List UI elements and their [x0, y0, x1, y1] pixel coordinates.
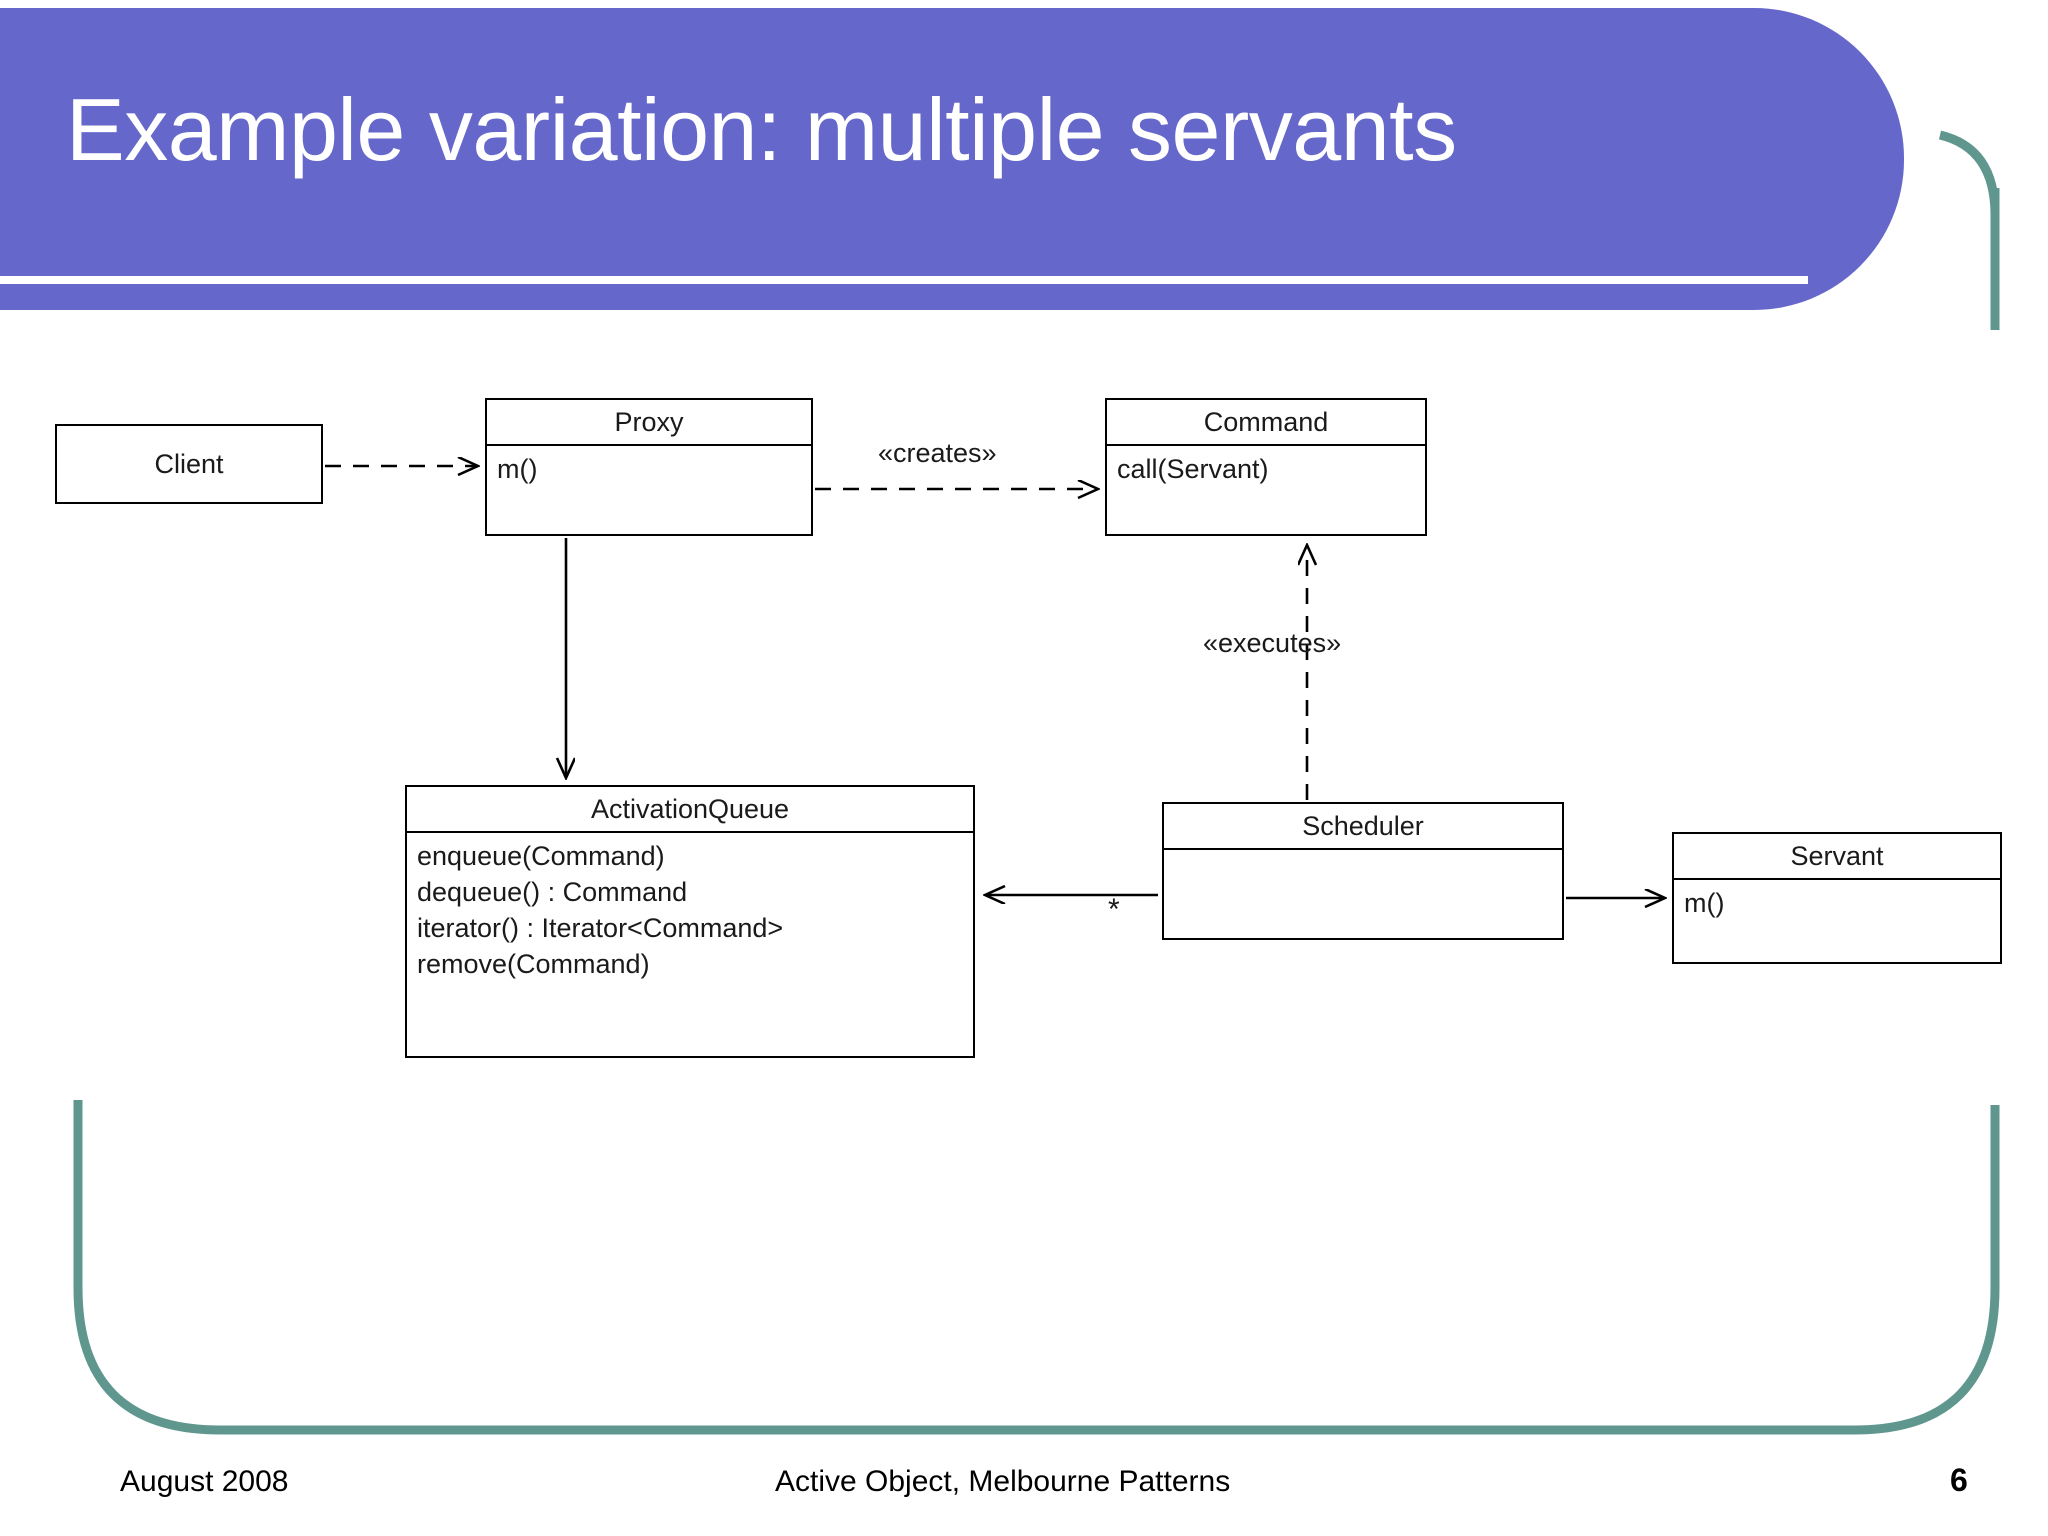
edge-label-multiplicity: * [1108, 893, 1120, 926]
uml-class-proxy[interactable]: Proxy m() [485, 398, 813, 536]
uml-separator [407, 831, 973, 833]
uml-class-servant[interactable]: Servant m() [1672, 832, 2002, 964]
uml-member: enqueue(Command) [417, 841, 665, 871]
uml-separator [487, 444, 811, 446]
uml-separator [1164, 848, 1562, 850]
footer-date: August 2008 [120, 1465, 289, 1498]
uml-member: m() [1684, 888, 1725, 918]
uml-class-activationqueue[interactable]: ActivationQueue enqueue(Command) dequeue… [405, 785, 975, 1058]
footer-page-number: 6 [1950, 1462, 1968, 1498]
uml-class-name: Proxy [614, 407, 684, 437]
uml-class-name: Command [1203, 407, 1329, 437]
uml-member-list [1164, 850, 1562, 864]
uml-class-name: Servant [1790, 841, 1884, 871]
uml-class-command[interactable]: Command call(Servant) [1105, 398, 1427, 536]
uml-class-name: ActivationQueue [590, 794, 790, 824]
title-banner [0, 8, 1904, 310]
uml-class-scheduler[interactable]: Scheduler [1162, 802, 1564, 940]
uml-class-client[interactable]: Client [55, 424, 323, 504]
uml-separator [1107, 444, 1425, 446]
uml-member: m() [497, 454, 538, 484]
uml-member-list: m() [1674, 880, 2000, 930]
page-title: Example variation: multiple servants [66, 80, 1457, 179]
uml-member: iterator() : Iterator<Command> [417, 912, 784, 943]
uml-separator [1674, 878, 2000, 880]
edge-label-creates: «creates» [878, 438, 997, 468]
uml-member-list: call(Servant) [1107, 446, 1425, 496]
uml-member-list: enqueue(Command) dequeue() : Command ite… [407, 833, 973, 991]
uml-class-name: Client [154, 449, 224, 479]
uml-member: dequeue() : Command [417, 876, 688, 907]
uml-member: call(Servant) [1117, 454, 1269, 484]
title-underline [0, 276, 1808, 284]
edge-label-executes: «executes» [1203, 628, 1342, 658]
footer-subject: Active Object, Melbourne Patterns [775, 1465, 1231, 1498]
uml-class-name: Scheduler [1302, 811, 1424, 841]
uml-member-list: m() [487, 446, 811, 496]
uml-member: remove(Command) [417, 948, 650, 979]
